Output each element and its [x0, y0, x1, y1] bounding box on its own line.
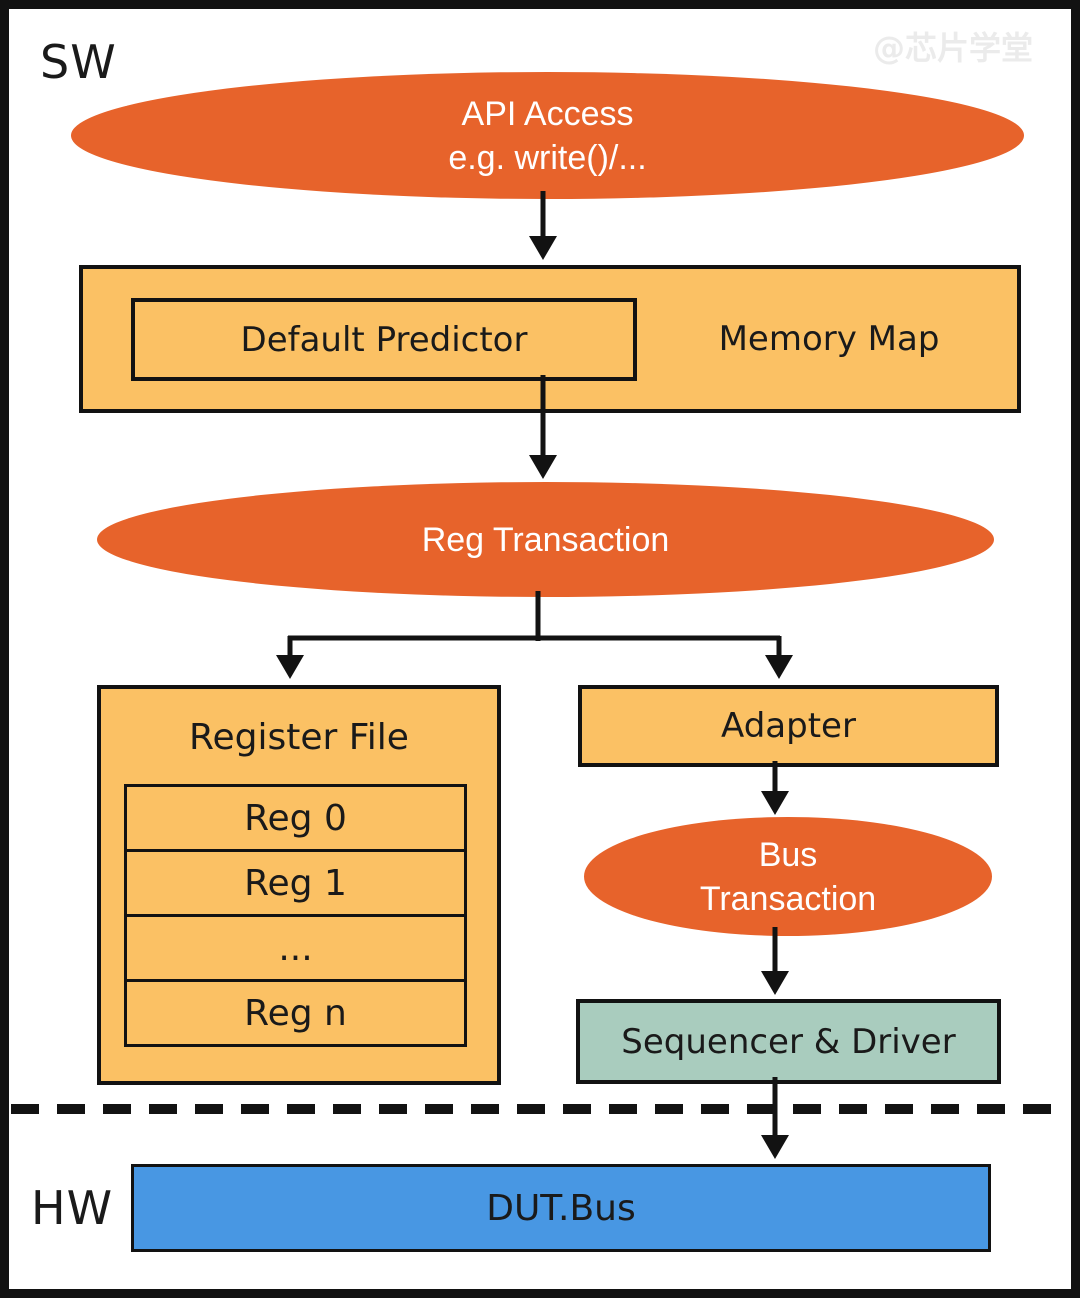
sequencer-driver-label: Sequencer & Driver	[621, 1021, 956, 1062]
node-dut-bus: DUT.Bus	[131, 1164, 991, 1252]
node-bus-transaction: Bus Transaction	[584, 817, 992, 936]
connector-reg-transaction-branch	[276, 591, 793, 679]
dut-bus-label: DUT.Bus	[486, 1187, 636, 1229]
register-file-title: Register File	[189, 717, 409, 758]
node-default-predictor: Default Predictor	[131, 298, 637, 381]
arrow-api-to-memory-map	[529, 191, 557, 260]
register-row-1: Reg 1	[124, 849, 467, 917]
register-row-ellipsis: ...	[124, 914, 467, 982]
arrow-sequencer-to-dut-bus	[761, 1077, 789, 1159]
register-file-rows: Reg 0 Reg 1 ... Reg n	[124, 784, 467, 1047]
api-access-line2: e.g. write()/...	[448, 138, 647, 177]
register-row-n: Reg n	[124, 979, 467, 1047]
watermark-text: @芯片学堂	[872, 29, 1033, 67]
hw-region-label: HW	[31, 1181, 114, 1235]
api-access-line1: API Access	[461, 94, 634, 133]
register-row-0: Reg 0	[124, 784, 467, 852]
node-api-access: API Access e.g. write()/...	[71, 72, 1024, 199]
default-predictor-label: Default Predictor	[240, 319, 528, 360]
arrow-bus-transaction-to-sequencer	[761, 927, 789, 995]
sw-region-label: SW	[40, 35, 117, 89]
adapter-label: Adapter	[721, 706, 856, 746]
node-memory-map: Default Predictor Memory Map	[79, 265, 1021, 413]
reg-transaction-label: Reg Transaction	[421, 520, 670, 559]
memory-map-label: Memory Map	[718, 319, 940, 359]
node-sequencer-driver: Sequencer & Driver	[576, 999, 1001, 1084]
node-reg-transaction: Reg Transaction	[97, 482, 994, 597]
bus-transaction-line2: Transaction	[699, 879, 877, 918]
arrow-adapter-to-bus-transaction	[761, 761, 789, 815]
node-register-file: Register File Reg 0 Reg 1 ... Reg n	[97, 685, 501, 1085]
bus-transaction-line1: Bus	[758, 835, 818, 874]
connector-overlay	[11, 191, 1065, 1159]
node-adapter: Adapter	[578, 685, 999, 767]
